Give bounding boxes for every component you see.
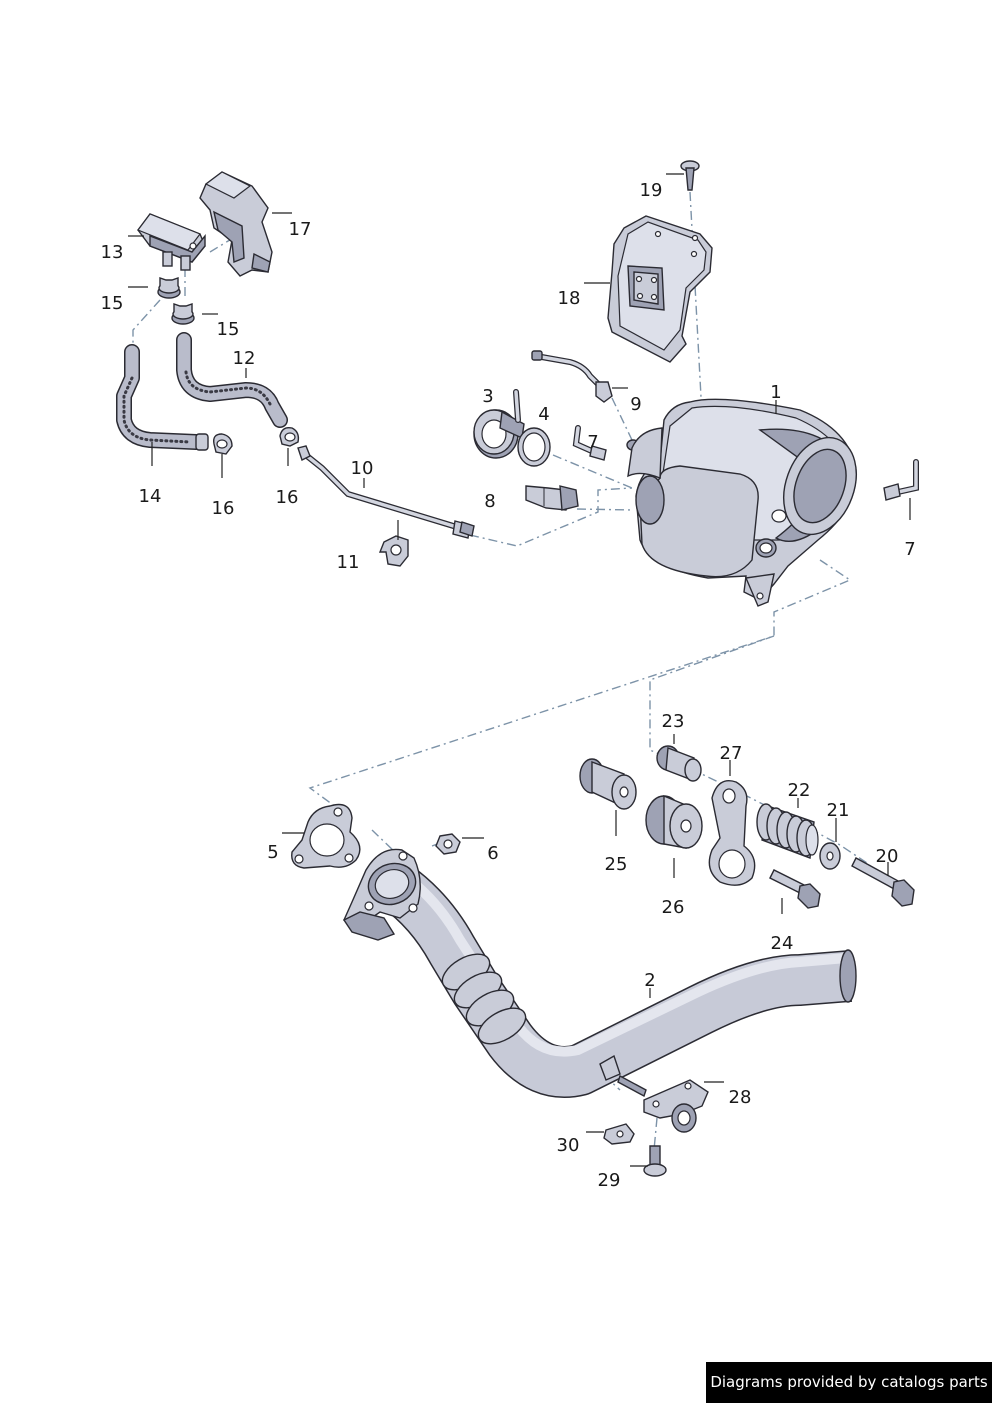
callout-7b: 7: [904, 539, 915, 560]
hose-clamp-small-right: [279, 426, 300, 447]
callout-17: 17: [289, 219, 312, 240]
callout-3: 3: [482, 386, 493, 407]
bellows-sleeve: [756, 803, 819, 859]
callout-24: 24: [771, 933, 794, 954]
callout-11: 11: [337, 552, 360, 573]
callout-16a: 16: [212, 498, 235, 519]
bolt-short: [769, 869, 821, 909]
callout-13: 13: [101, 242, 124, 263]
bushing: [656, 745, 702, 782]
hose-clamp-lower: [171, 303, 195, 325]
callout-15b: 15: [217, 319, 240, 340]
callout-12: 12: [233, 348, 256, 369]
callout-28: 28: [729, 1087, 752, 1108]
hex-nut: [435, 833, 461, 855]
lambda-sensor: [525, 485, 579, 511]
callout-19: 19: [640, 180, 663, 201]
sensor-bracket: [199, 171, 273, 277]
callout-7a: 7: [587, 432, 598, 453]
callout-23: 23: [662, 711, 685, 732]
callout-21: 21: [827, 800, 850, 821]
mounting-spool: [579, 758, 637, 810]
callout-29: 29: [598, 1170, 621, 1191]
callout-4: 4: [538, 404, 549, 425]
attribution-footer: Diagrams provided by catalogs parts: [706, 1362, 992, 1403]
callout-10: 10: [351, 458, 374, 479]
callout-26: 26: [662, 897, 685, 918]
callout-16b: 16: [276, 487, 299, 508]
screw-shield: [680, 160, 700, 191]
callout-labels: 1 2 3 4 5 6 7 7 8 9 10 11 12 13 14 15 15…: [101, 180, 916, 1191]
flange-gasket: [291, 803, 361, 869]
clip-nut: [603, 1123, 635, 1145]
temperature-sensor-middle: [572, 425, 607, 461]
pipe-bracket: [617, 1074, 709, 1133]
hose-clamp-upper: [157, 277, 181, 299]
callout-1: 1: [770, 382, 781, 403]
rubber-mount: [645, 794, 703, 849]
leader-lines: [128, 173, 911, 1167]
callout-22: 22: [788, 780, 811, 801]
heat-shield: [607, 215, 713, 363]
line-clip: [378, 535, 409, 567]
callout-6: 6: [487, 843, 498, 864]
pipe-hanger: [708, 780, 756, 886]
bolt-bracket: [643, 1145, 667, 1177]
pressure-line: [297, 445, 475, 539]
particulate-filter: [626, 398, 857, 607]
callout-14: 14: [139, 486, 162, 507]
callout-20: 20: [876, 846, 899, 867]
front-exhaust-pipe: [342, 848, 857, 1098]
temperature-sensor-right: [883, 459, 919, 501]
hose-right: [176, 332, 288, 428]
pressure-sensor: [137, 213, 206, 271]
seal-ring: [517, 427, 551, 467]
temperature-sensor-upper: [531, 350, 613, 403]
washer: [819, 842, 841, 870]
hose-clamp-small-left: [212, 433, 233, 455]
callout-8: 8: [484, 491, 495, 512]
callout-15a: 15: [101, 293, 124, 314]
callout-9: 9: [630, 394, 641, 415]
callout-30: 30: [557, 1135, 580, 1156]
bolt-long: [851, 857, 915, 907]
callout-27: 27: [720, 743, 743, 764]
callout-25: 25: [605, 854, 628, 875]
hose-left: [116, 344, 209, 451]
callout-18: 18: [558, 288, 581, 309]
callout-5: 5: [267, 842, 278, 863]
callout-2: 2: [644, 970, 655, 991]
